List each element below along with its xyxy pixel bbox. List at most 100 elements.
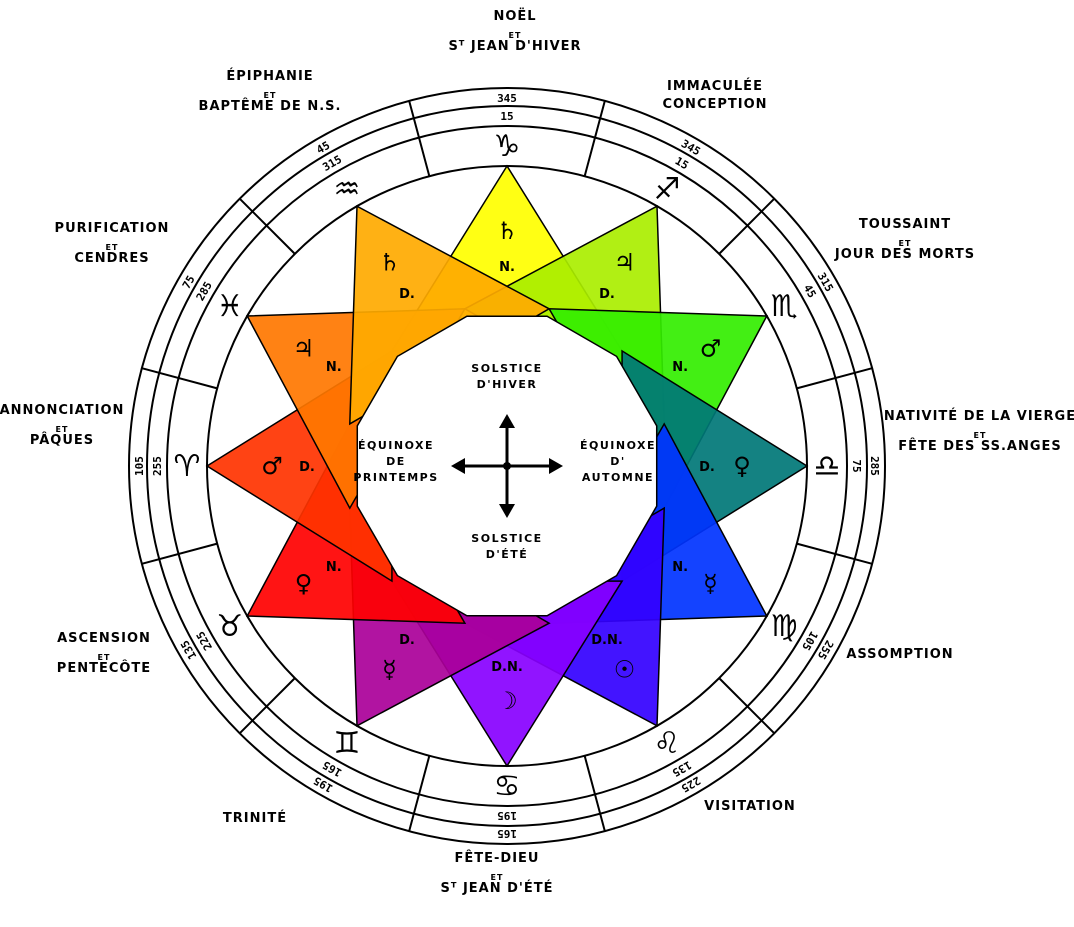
sector-divider bbox=[718, 677, 775, 734]
sector-divider bbox=[408, 100, 431, 177]
center-left-label-1: DE bbox=[386, 455, 406, 468]
libra-feast-label-2: FÊTE DES SS.ANGES bbox=[898, 438, 1062, 454]
gemini-planet-icon: ☿ bbox=[382, 656, 397, 684]
scorpio-sign-icon: ♏ bbox=[771, 289, 798, 324]
pisces-outer-degree: 75 bbox=[180, 273, 198, 291]
sector-divider bbox=[796, 542, 873, 565]
capricorn-outer-degree: 345 bbox=[497, 92, 517, 105]
capricorn-inner-degree: 15 bbox=[500, 110, 513, 123]
pisces-feast-label-0: PURIFICATION bbox=[55, 221, 170, 236]
sector-divider bbox=[796, 367, 873, 390]
sector-divider bbox=[239, 677, 296, 734]
aquarius-sign-icon: ♒ bbox=[334, 172, 361, 207]
ring-3 bbox=[206, 165, 808, 767]
cancer-feast-label-0: FÊTE-DIEU bbox=[455, 850, 540, 866]
capricorn-feast-label-0: NOËL bbox=[493, 8, 536, 24]
libra-dn-tag: D. bbox=[699, 460, 715, 475]
virgo-sign-icon: ♍ bbox=[771, 609, 798, 644]
libra-outer-degree: 285 bbox=[868, 456, 881, 476]
leo-feast-label-0: VISITATION bbox=[704, 799, 796, 814]
cancer-dn-tag: D.N. bbox=[491, 660, 523, 675]
cancer-planet-icon: ☽ bbox=[496, 687, 518, 715]
center-compass: SOLSTICED'HIVERSOLSTICED'ÉTÉÉQUINOXEDEPR… bbox=[353, 362, 656, 561]
sagittarius-dn-tag: D. bbox=[599, 287, 615, 302]
center-dot bbox=[503, 462, 511, 470]
taurus-sign-icon: ♉ bbox=[216, 609, 243, 644]
aquarius-outer-degree: 45 bbox=[314, 139, 332, 157]
pisces-feast-label-1: ET bbox=[106, 243, 119, 252]
aquarius-dn-tag: D. bbox=[399, 287, 415, 302]
capricorn-sign-icon: ♑ bbox=[494, 129, 521, 164]
sector-divider bbox=[718, 198, 775, 255]
leo-dn-tag: D.N. bbox=[591, 633, 623, 648]
sector-divider bbox=[408, 755, 431, 832]
cancer-inner-degree: 195 bbox=[497, 809, 517, 822]
cancer-feast-label-2: Sᵀ JEAN D'ÉTÉ bbox=[440, 880, 553, 896]
aquarius-feast-label-2: BAPTÊME DE N.S. bbox=[199, 98, 342, 114]
aries-feast-label-1: ET bbox=[56, 425, 69, 434]
center-right-label-2: AUTOMNE bbox=[582, 471, 654, 484]
sagittarius-sign-icon: ♐ bbox=[654, 172, 681, 207]
color-star bbox=[205, 164, 809, 768]
sector-divider bbox=[239, 198, 296, 255]
libra-inner-degree: 75 bbox=[850, 459, 863, 472]
cancer-outer-degree: 165 bbox=[497, 827, 517, 840]
virgo-dn-tag: N. bbox=[672, 560, 688, 575]
center-right-label-0: ÉQUINOXE bbox=[580, 439, 656, 452]
aries-inner-degree: 255 bbox=[151, 456, 164, 476]
gemini-feast-label-0: TRINITÉ bbox=[223, 810, 287, 826]
center-left-label-0: ÉQUINOXE bbox=[358, 439, 434, 452]
center-right-label-1: D' bbox=[610, 455, 626, 468]
aquarius-feast-label-1: ET bbox=[264, 91, 277, 100]
sagittarius-planet-icon: ♃ bbox=[614, 248, 636, 276]
center-left-label-2: PRINTEMPS bbox=[353, 471, 438, 484]
taurus-feast-label-0: ASCENSION bbox=[57, 631, 151, 646]
libra-feast-label-0: NATIVITÉ DE LA VIERGE bbox=[884, 408, 1074, 424]
aries-feast-label-0: ANNONCIATION bbox=[0, 403, 124, 418]
libra-sign-icon: ♎ bbox=[814, 449, 841, 484]
libra-planet-icon: ♀ bbox=[733, 452, 751, 480]
arrow-down-icon bbox=[499, 504, 515, 518]
sector-divider bbox=[141, 542, 218, 565]
sagittarius-inner-degree: 15 bbox=[673, 154, 691, 172]
scorpio-planet-icon: ♂ bbox=[700, 335, 722, 363]
leo-sign-icon: ♌ bbox=[654, 726, 681, 761]
aries-feast-label-2: PÂQUES bbox=[30, 432, 94, 448]
center-top-label-1: D'HIVER bbox=[477, 378, 538, 391]
virgo-planet-icon: ☿ bbox=[703, 570, 718, 598]
ring-2 bbox=[166, 125, 848, 807]
sagittarius-feast-label-0: IMMACULÉE bbox=[667, 78, 763, 94]
aquarius-planet-icon: ♄ bbox=[379, 248, 401, 276]
taurus-feast-label-1: ET bbox=[98, 653, 111, 662]
sector-divider bbox=[583, 755, 606, 832]
zodiac-rings bbox=[128, 87, 886, 845]
arrow-right-icon bbox=[549, 458, 563, 474]
cancer-feast-label-1: ET bbox=[491, 873, 504, 882]
capricorn-feast-label-2: Sᵀ JEAN D'HIVER bbox=[448, 39, 581, 54]
aries-dn-tag: D. bbox=[299, 460, 315, 475]
scorpio-dn-tag: N. bbox=[672, 360, 688, 375]
sector-divider bbox=[583, 100, 606, 177]
planet-markers: ♄N.♃D.♂N.♀D.☿N.☉D.N.☽D.N.☿D.♀N.♂D.♃N.♄D. bbox=[261, 217, 751, 715]
aries-planet-icon: ♂ bbox=[261, 452, 283, 480]
capricorn-feast-label-1: ET bbox=[509, 31, 522, 40]
scorpio-feast-label-2: JOUR DES MORTS bbox=[834, 247, 975, 262]
taurus-dn-tag: N. bbox=[326, 560, 342, 575]
arrow-left-icon bbox=[451, 458, 465, 474]
pisces-sign-icon: ♓ bbox=[216, 289, 243, 324]
pisces-feast-label-2: CENDRES bbox=[74, 251, 149, 266]
libra-feast-label-1: ET bbox=[974, 431, 987, 440]
scorpio-feast-label-1: ET bbox=[899, 239, 912, 248]
center-bottom-label-0: SOLSTICE bbox=[471, 532, 542, 545]
scorpio-inner-degree: 45 bbox=[801, 282, 819, 300]
taurus-planet-icon: ♀ bbox=[295, 570, 313, 598]
arrow-up-icon bbox=[499, 414, 515, 428]
leo-planet-icon: ☉ bbox=[614, 656, 636, 684]
ring-0 bbox=[128, 87, 886, 845]
capricorn-dn-tag: N. bbox=[499, 260, 515, 275]
aries-outer-degree: 105 bbox=[133, 456, 146, 476]
ring-1 bbox=[146, 105, 868, 827]
center-bottom-label-1: D'ÉTÉ bbox=[486, 548, 529, 561]
